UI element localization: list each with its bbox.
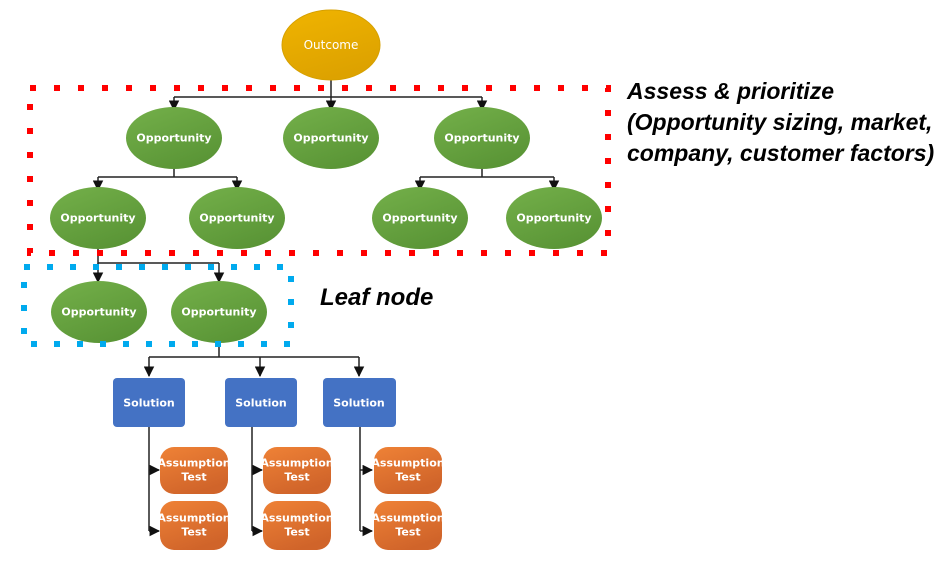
opportunity-label: Opportunity: [516, 212, 591, 225]
assumption-test-node[interactable]: Assumption Test: [260, 501, 334, 550]
assumption-label-line1: Assumption: [371, 512, 444, 525]
assess-prioritize-annotation: Assess & prioritize (Opportunity sizing,…: [627, 76, 934, 169]
outcome-label: Outcome: [304, 38, 359, 52]
assumption-test-node[interactable]: Assumption Test: [157, 501, 231, 550]
assumption-test-node[interactable]: Assumption Test: [157, 447, 231, 494]
assumption-label-line2: Test: [395, 526, 420, 539]
opportunity-label: Opportunity: [61, 306, 136, 319]
assess-annotation-line3: company, customer factors): [627, 140, 935, 166]
assumption-test-node[interactable]: Assumption Test: [371, 447, 445, 494]
assumption-label-line1: Assumption: [157, 512, 230, 525]
solution-node[interactable]: Solution: [225, 378, 297, 427]
leaf-node-label: Leaf node: [320, 284, 434, 311]
assumption-label-line1: Assumption: [260, 457, 333, 470]
leaf-opportunity-node[interactable]: Opportunity: [171, 281, 267, 343]
leaf-node-region: [21, 264, 294, 347]
opportunity-node[interactable]: Opportunity: [372, 187, 468, 249]
assumption-test-node[interactable]: Assumption Test: [371, 501, 445, 550]
connector-opp-l2-1-trunk: [97, 246, 219, 264]
opportunity-label: Opportunity: [136, 132, 211, 145]
assumption-label-line1: Assumption: [371, 457, 444, 470]
assumption-label-line1: Assumption: [260, 512, 333, 525]
assumption-test-node[interactable]: Assumption Test: [260, 447, 334, 494]
connectors: [92, 80, 560, 537]
leaf-opportunity-node[interactable]: Opportunity: [51, 281, 147, 343]
opportunity-node[interactable]: Opportunity: [50, 187, 146, 249]
solution-label: Solution: [123, 397, 175, 410]
connector-leaf2-trunk: [149, 340, 359, 358]
outcome-node[interactable]: Outcome: [281, 9, 381, 81]
opportunity-label: Opportunity: [181, 306, 256, 319]
opportunity-label: Opportunity: [293, 132, 368, 145]
solution-node[interactable]: Solution: [323, 378, 396, 427]
assess-prioritize-region: [27, 85, 611, 256]
opportunity-label: Opportunity: [199, 212, 274, 225]
assumption-label-line2: Test: [284, 526, 309, 539]
leaf-node-annotation: Leaf node: [320, 282, 433, 313]
assumption-label-line2: Test: [181, 526, 206, 539]
assumption-label-line2: Test: [395, 471, 420, 484]
opportunity-node[interactable]: Opportunity: [126, 107, 222, 169]
assumption-label-line2: Test: [181, 471, 206, 484]
assumption-label-line1: Assumption: [157, 457, 230, 470]
connector-opp3-trunk: [420, 168, 554, 178]
assess-annotation-line1: Assess & prioritize: [627, 78, 835, 104]
opportunity-label: Opportunity: [60, 212, 135, 225]
opportunity-node[interactable]: Opportunity: [506, 187, 602, 249]
solution-node[interactable]: Solution: [113, 378, 185, 427]
opportunity-label: Opportunity: [444, 132, 519, 145]
assumption-label-line2: Test: [284, 471, 309, 484]
assess-annotation-line2: (Opportunity sizing, market,: [627, 109, 933, 135]
opportunity-label: Opportunity: [382, 212, 457, 225]
solution-label: Solution: [235, 397, 287, 410]
connector-opp1-trunk: [98, 168, 237, 178]
opportunity-node[interactable]: Opportunity: [434, 107, 530, 169]
opportunity-node[interactable]: Opportunity: [283, 107, 379, 169]
solution-label: Solution: [333, 397, 385, 410]
opportunity-node[interactable]: Opportunity: [189, 187, 285, 249]
